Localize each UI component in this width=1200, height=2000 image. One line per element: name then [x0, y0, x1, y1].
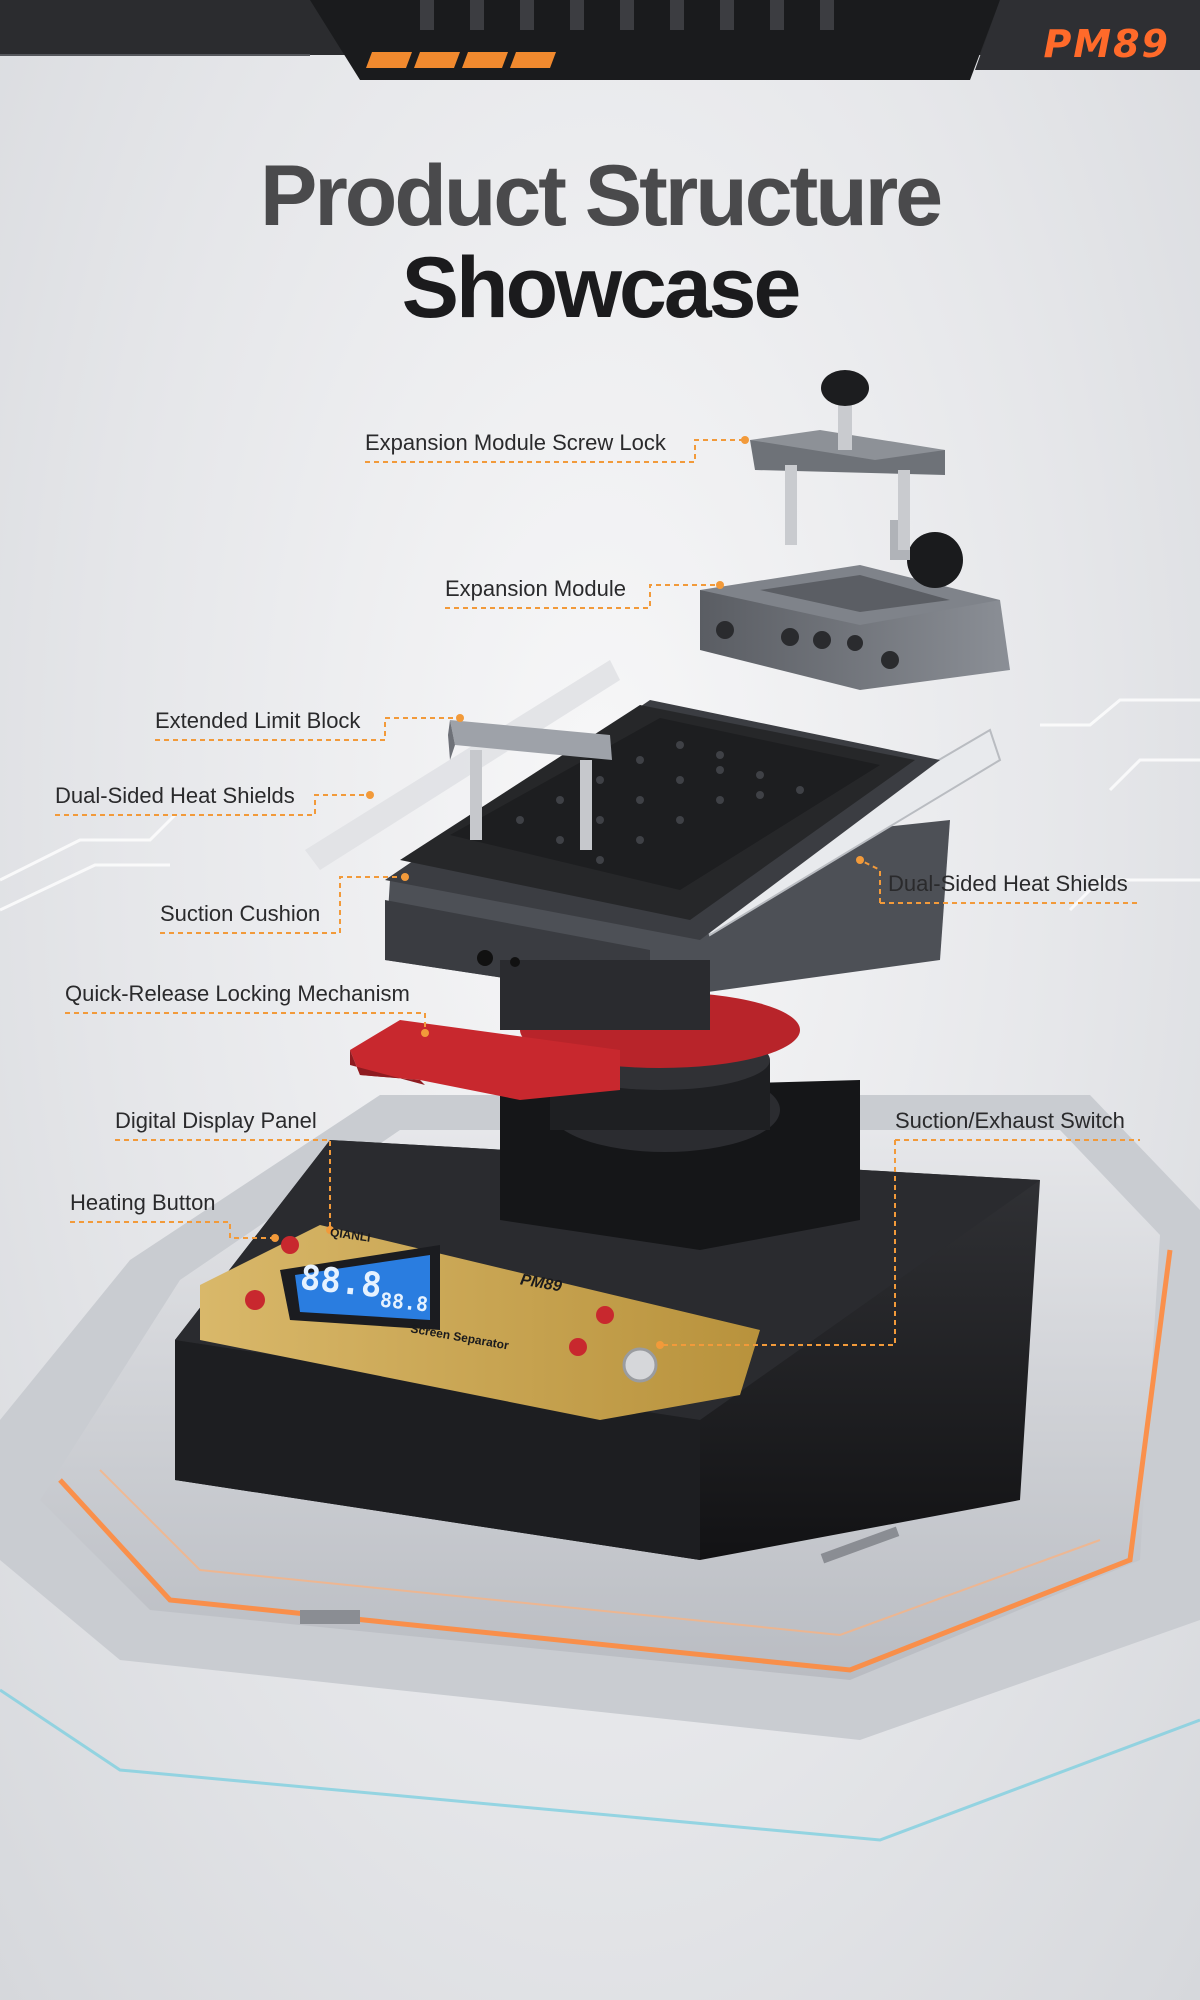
label-heating-button: Heating Button [70, 1190, 216, 1215]
label-expansion-module: Expansion Module [445, 576, 627, 601]
label-quick-release: Quick-Release Locking Mechanism [65, 981, 410, 1006]
heating-button-cap [245, 1290, 265, 1310]
lcd-time-readout: 88.8 [378, 1287, 430, 1317]
label-display-panel: Digital Display Panel [115, 1108, 317, 1133]
label-heat-shields-left: Dual-Sided Heat Shields [55, 783, 295, 808]
suction-plate [385, 700, 940, 940]
brand-logo: PM89 [1043, 22, 1170, 66]
label-suction-switch: Suction/Exhaust Switch [895, 1108, 1125, 1133]
screw-lock [750, 370, 945, 550]
label-screw-lock: Expansion Module Screw Lock [365, 430, 666, 455]
suction-holes [516, 741, 804, 864]
leader-lines [55, 439, 1140, 1346]
circuit-lines [0, 698, 1200, 912]
title-line-1: Product Structure [259, 148, 943, 244]
lcd-screen [295, 1255, 430, 1320]
top-bar [0, 0, 1200, 80]
control-panel [200, 1225, 760, 1420]
switch-knob [622, 1347, 658, 1383]
label-heat-shields-right: Dual-Sided Heat Shields [888, 871, 1128, 896]
lcd-temp-readout: 88.8 [298, 1257, 384, 1307]
screw-lock-knob [821, 370, 869, 406]
orange-stripes [366, 52, 556, 68]
expansion-knob [907, 532, 963, 588]
expansion-module [700, 520, 1010, 690]
page-title: Product Structure Showcase [0, 150, 1200, 334]
label-limit-block: Extended Limit Block [155, 708, 361, 733]
limit-block [448, 720, 612, 850]
title-line-2: Showcase [401, 240, 802, 336]
label-suction-cushion: Suction Cushion [160, 901, 321, 926]
